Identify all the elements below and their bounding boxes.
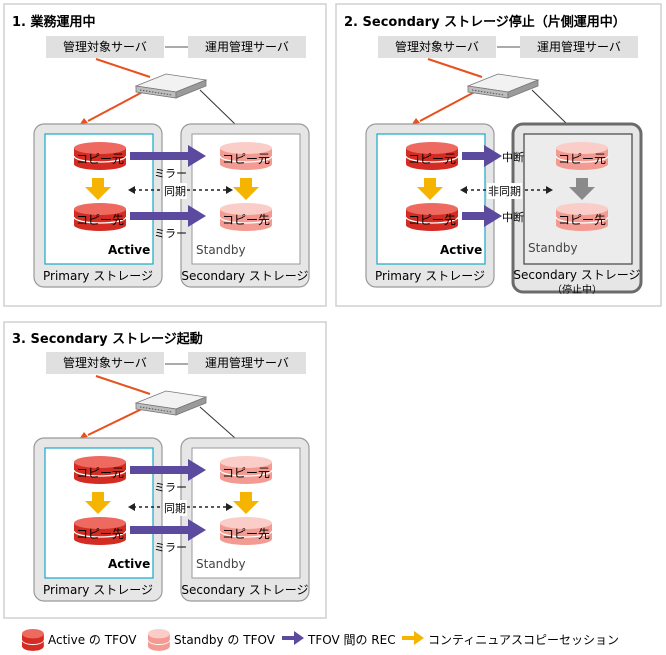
copy-source-label: コピー元 [75,152,124,166]
mirror-label: ミラー [154,167,187,180]
copy-source-label: コピー元 [75,466,124,480]
legend-active-disk-icon [21,628,45,652]
standby-label: Standby [196,243,246,257]
copy-dest-label: コピー先 [75,213,124,227]
copy-dest-label: コピー先 [221,213,270,227]
primary-storage-label: Primary ストレージ [43,583,153,597]
sync-label: 同期 [163,500,187,516]
primary-storage-label: Primary ストレージ [375,269,485,283]
legend [21,628,424,652]
mirror-label: ミラー [154,481,187,494]
copy-dest-label: コピー先 [75,527,124,541]
mirror-label: ミラー [154,227,187,240]
interrupted-label: 中断 [502,151,524,164]
fc-line [95,58,151,78]
secondary-storage-label: Secondary ストレージ [181,269,309,283]
copy-source-label: コピー元 [221,466,270,480]
copy-source-label: コピー元 [221,152,270,166]
primary-storage-label: Primary ストレージ [43,269,153,283]
managed-server-box: 管理対象サーバ [46,36,164,58]
stopped-note: （停止中） [552,285,602,296]
sync-label: 同期 [163,183,187,199]
ops-server-box: 運用管理サーバ [188,352,306,374]
copy-source-label: コピー元 [407,152,456,166]
panel-1-title: 1. 業務運用中 [12,15,96,30]
mirror-label: ミラー [154,541,187,554]
panel-3 [3,321,327,619]
interrupted-label: 中断 [502,211,524,224]
async-label: 非同期 [487,183,522,199]
legend-active-tfov: Active の TFOV [48,633,137,647]
active-label: Active [108,557,151,571]
secondary-storage-label: Secondary ストレージ [181,583,309,597]
legend-rec: TFOV 間の REC [308,633,396,647]
panel-2-title: 2. Secondary ストレージ停止（片側運用中） [344,15,626,30]
standby-label: Standby [528,241,578,255]
active-label: Active [108,243,151,257]
copy-dest-label: コピー先 [221,527,270,541]
legend-copy-session: コンティニュアスコピーセッション [428,633,620,647]
copy-dest-label: コピー先 [407,213,456,227]
fc-line [427,58,483,78]
legend-standby-tfov: Standby の TFOV [174,633,275,647]
copy-dest-label: コピー先 [557,213,606,227]
standby-label: Standby [196,557,246,571]
legend-session-arrow-icon [402,631,424,645]
active-label: Active [440,243,483,257]
panel-3-title: 3. Secondary ストレージ起動 [12,332,203,347]
legend-standby-disk-icon [147,628,171,652]
copy-source-label: コピー元 [557,152,606,166]
secondary-storage-label: Secondary ストレージ [513,268,641,282]
legend-rec-arrow-icon [282,631,304,645]
ops-server-box: 運用管理サーバ [520,36,638,58]
ops-server-box: 運用管理サーバ [188,36,306,58]
managed-server-box: 管理対象サーバ [378,36,496,58]
fc-line [95,375,151,395]
managed-server-box: 管理対象サーバ [46,352,164,374]
